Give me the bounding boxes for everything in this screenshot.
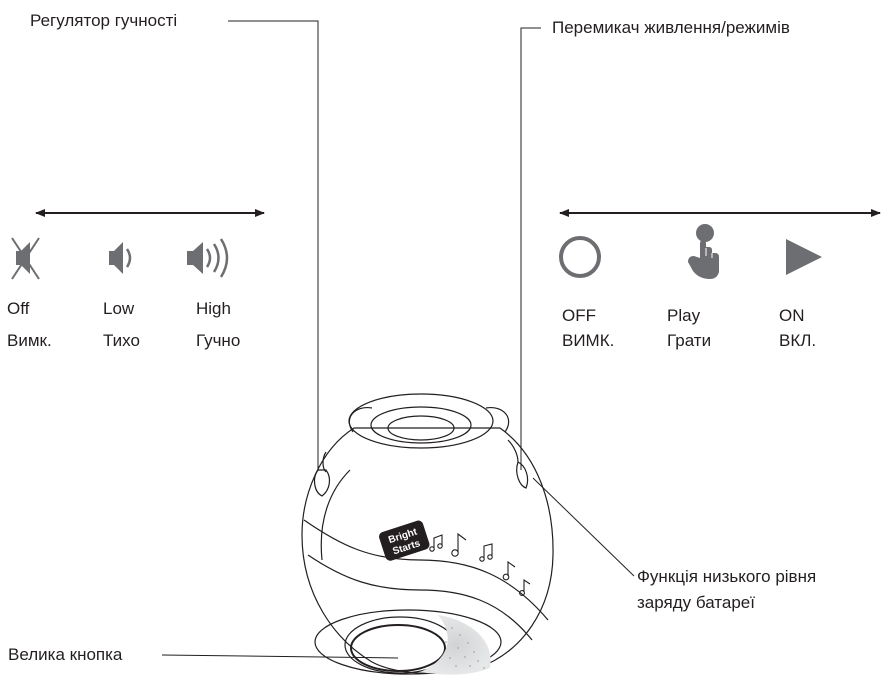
low-battery-leader xyxy=(532,477,635,577)
speaker-muted-icon xyxy=(11,237,40,280)
speaker-grille xyxy=(420,615,491,675)
mode-on-label-en: ON xyxy=(779,306,805,325)
mode-on-label-uk: ВКЛ. xyxy=(779,331,817,350)
low-battery-callout-line2: заряду батареї xyxy=(637,593,755,612)
volume-control-callout: Регулятор гучності xyxy=(30,11,178,30)
power-mode-switch-callout: Перемикач живлення/режимів xyxy=(552,18,790,37)
mode-play-label-uk: Грати xyxy=(667,331,712,350)
volume-high-label-en: High xyxy=(196,299,231,318)
big-button-leader xyxy=(161,654,399,659)
volume-high-label-uk: Гучно xyxy=(196,331,241,350)
power-switch-leader xyxy=(520,27,541,470)
mode-off-label-en: OFF xyxy=(562,306,596,325)
volume-low-label-uk: Тихо xyxy=(103,331,140,350)
device-body xyxy=(301,427,554,674)
speaker-grille-dots xyxy=(445,627,485,669)
hand-press-icon xyxy=(688,224,719,279)
low-battery-callout-line1: Функція низького рівня xyxy=(637,567,817,586)
big-button-callout: Велика кнопка xyxy=(8,645,123,664)
mode-off-label-uk: ВИМК. xyxy=(562,331,615,350)
circle-off-icon xyxy=(559,236,601,278)
speaker-low-icon xyxy=(109,242,132,274)
volume-control-leader xyxy=(228,20,319,470)
mode-play-label-en: Play xyxy=(667,306,701,325)
volume-low-label-en: Low xyxy=(103,299,135,318)
music-notes-icon xyxy=(429,532,531,596)
bright-starts-logo: Bright Starts xyxy=(379,520,430,561)
volume-off-label-uk: Вимк. xyxy=(7,331,52,350)
device-illustration xyxy=(301,393,554,675)
speaker-high-icon xyxy=(187,238,229,278)
volume-off-label-en: Off xyxy=(7,299,30,318)
play-triangle-icon xyxy=(786,239,822,275)
